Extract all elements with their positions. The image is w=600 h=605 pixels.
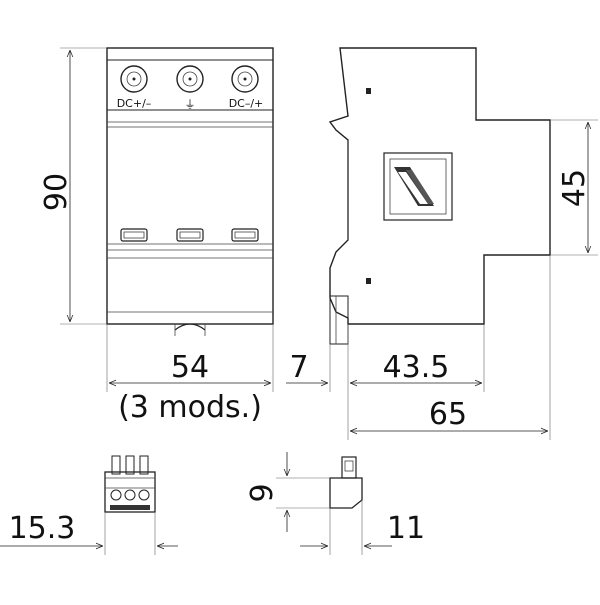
terminal-screw-3 xyxy=(231,65,259,93)
dimension-plug-height: 9 xyxy=(245,452,287,532)
label-plate xyxy=(383,152,453,221)
front-view: DC+/– ⏚ DC–/+ xyxy=(106,47,274,336)
terminal-label-ground: ⏚ xyxy=(185,98,196,111)
marker-square-top xyxy=(366,88,371,94)
dimension-plug-width: 15.3 xyxy=(0,511,178,546)
terminal-label-dc-minus: DC–/+ xyxy=(229,97,264,110)
dimension-depth-row: 7 43.5 xyxy=(286,255,551,440)
dimension-label-90: 90 xyxy=(39,173,74,211)
dimension-plug-depth: 11 xyxy=(300,511,425,546)
marker-square-bottom xyxy=(366,278,371,284)
dimension-height-step: 45 xyxy=(550,119,598,256)
terminal-screw-1 xyxy=(120,65,148,93)
dimension-label-3-mods: (3 mods.) xyxy=(118,390,262,425)
dimension-label-45: 45 xyxy=(557,169,592,207)
status-window-2 xyxy=(176,228,204,242)
dimension-width-front: 54 (3 mods.) xyxy=(106,324,274,425)
dimension-label-11: 11 xyxy=(387,511,425,546)
dimension-label-9: 9 xyxy=(245,483,280,502)
terminal-label-dc-plus: DC+/– xyxy=(117,97,152,110)
dimension-height-front: 90 xyxy=(39,47,107,325)
dimension-label-65: 65 xyxy=(429,397,467,432)
dimension-label-43-5: 43.5 xyxy=(383,350,450,385)
dimension-label-15-3: 15.3 xyxy=(9,511,76,546)
dimension-label-7: 7 xyxy=(289,350,308,385)
side-view xyxy=(328,47,551,345)
dimension-depth-total: 65 xyxy=(350,397,548,432)
status-window-1 xyxy=(120,228,148,242)
plug-side-view xyxy=(276,456,363,555)
status-window-3 xyxy=(231,228,259,242)
terminal-screw-2 xyxy=(176,65,204,93)
plug-front-view xyxy=(104,455,156,555)
dimension-label-54: 54 xyxy=(171,350,209,385)
